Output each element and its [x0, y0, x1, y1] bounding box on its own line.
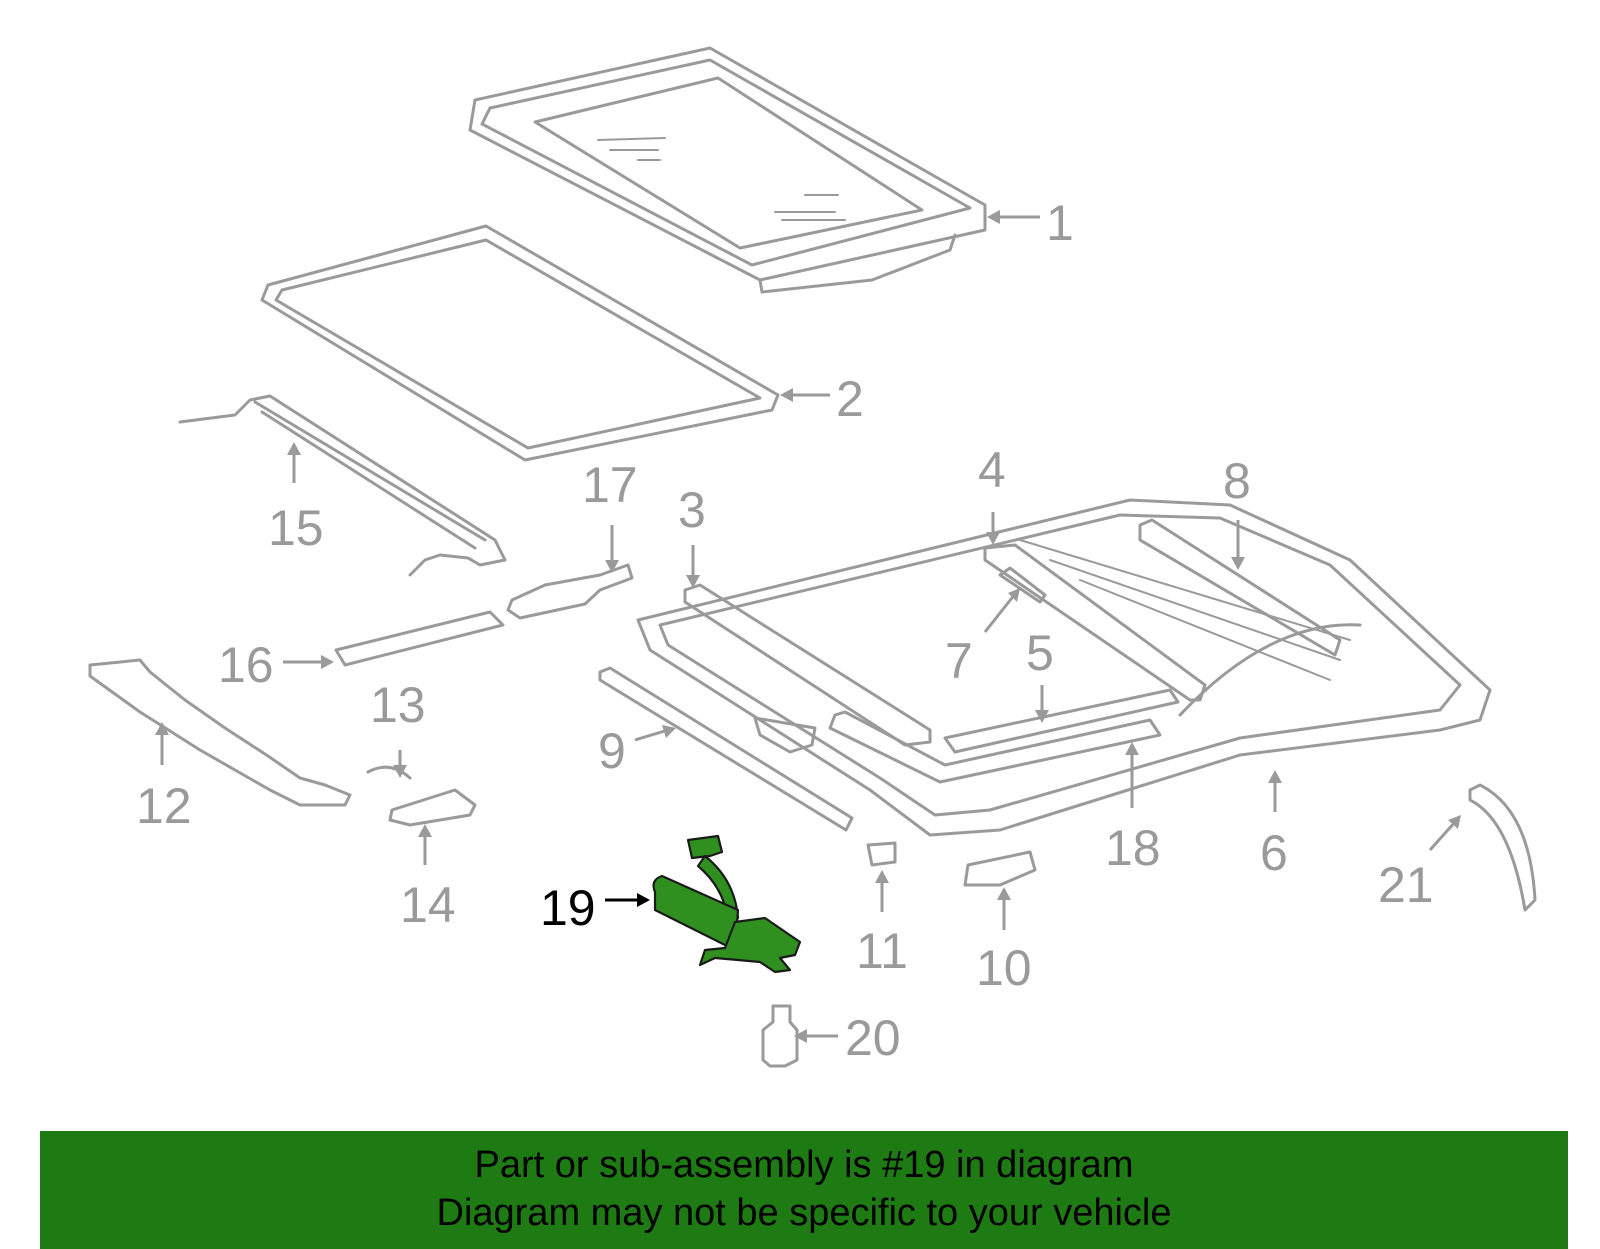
part-18-deflector: [828, 623, 1362, 784]
part-10-handle: [963, 850, 1037, 887]
leader-arrows: [155, 210, 1461, 1043]
callout-8: 8: [1223, 453, 1251, 509]
callout-5: 5: [1026, 625, 1054, 681]
banner-line-part-number: Part or sub-assembly is #19 in diagram: [474, 1144, 1134, 1186]
part-11-clip: [866, 841, 897, 867]
part-6-roof-frame: [636, 498, 1492, 837]
callout-2: 2: [836, 371, 864, 427]
callout-1: 1: [1046, 195, 1074, 251]
callout-13: 13: [370, 677, 426, 733]
part-8-side-rail: [1138, 518, 1342, 657]
callout-7: 7: [945, 633, 973, 689]
callout-17: 17: [582, 457, 638, 513]
callout-12: 12: [136, 778, 192, 834]
info-banner: Part or sub-assembly is #19 in diagram D…: [40, 1131, 1568, 1249]
part-2-seal-frame: [260, 224, 780, 462]
callout-10: 10: [976, 940, 1032, 996]
callout-6: 6: [1260, 825, 1288, 881]
part-15-rail: [178, 394, 507, 577]
part-19-sunroof-motor[interactable]: [652, 834, 802, 974]
part-13-clip: [366, 765, 412, 780]
part-7-block: [998, 566, 1047, 604]
callout-3: 3: [678, 482, 706, 538]
part-9-strip: [598, 666, 854, 832]
callout-14: 14: [400, 877, 456, 933]
part-5-crossbar: [943, 688, 1180, 754]
callout-11: 11: [856, 923, 908, 979]
part-21-trim: [1468, 783, 1537, 912]
part-4-side-rail: [983, 543, 1207, 702]
part-3-front-rail: [683, 583, 932, 747]
callout-9: 9: [598, 723, 626, 779]
callout-21: 21: [1378, 857, 1434, 913]
callout-18: 18: [1105, 820, 1161, 876]
part-20-stop: [761, 1004, 799, 1068]
part-12-cable: [88, 658, 352, 807]
callout-16: 16: [218, 637, 274, 693]
callout-4: 4: [978, 442, 1006, 498]
part-17-bracket: [506, 563, 634, 620]
callout-labels: 1 2 3 4 5 6 7 8 9 10 11 12 13 14 15 16 1…: [136, 195, 1434, 1066]
part-16-guide-bar: [334, 610, 505, 667]
part-1-glass-panel: [468, 46, 987, 294]
part-14-latch: [388, 788, 477, 827]
callout-20: 20: [845, 1010, 901, 1066]
callout-15: 15: [268, 500, 324, 556]
callout-19: 19: [540, 880, 596, 936]
banner-line-disclaimer: Diagram may not be specific to your vehi…: [436, 1192, 1172, 1234]
